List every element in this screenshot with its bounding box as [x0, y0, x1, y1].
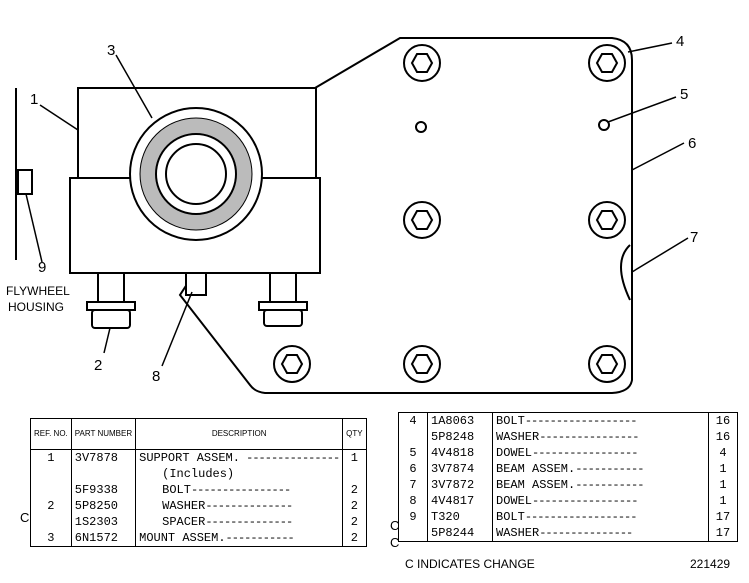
table-row: 1 3V7878 SUPPORT ASSEM. --------------- … [30, 449, 367, 466]
flywheel-bolt [17, 169, 33, 195]
table-row: 5P8248 WASHER---------------- 16 [398, 429, 738, 445]
table-row: 5 4V4818 DOWEL----------------- 4 [398, 445, 738, 461]
callout-5: 5 [680, 86, 688, 103]
parts-table-right: 4 1A8063 BOLT------------------ 16 5P824… [398, 412, 738, 542]
header-desc: DESCRIPTION [135, 418, 344, 450]
callout-3: 3 [107, 42, 115, 59]
flywheel-housing-label: FLYWHEEL HOUSING [6, 284, 70, 314]
callout-4: 4 [676, 33, 684, 50]
table-row: 9 T320 BOLT------------------ 17 [398, 509, 738, 525]
beam-plate [178, 37, 633, 394]
callout-7: 7 [690, 229, 698, 246]
table-row: 1S2303 SPACER-------------- 2 [30, 514, 367, 530]
plate-notch [620, 244, 631, 301]
table-row: 8 4V4817 DOWEL----------------- 1 [398, 493, 738, 509]
header-part: PART NUMBER [70, 418, 137, 450]
parts-table-left: REF. NO. PART NUMBER DESCRIPTION QTY 1 3… [30, 418, 367, 547]
dowel-5a [415, 121, 427, 133]
table-row: 5F9338 BOLT---------------- 2 [30, 482, 367, 498]
leader-lines [25, 42, 689, 367]
mount-bore [165, 143, 227, 205]
change-mark-right: C [390, 518, 400, 533]
table-header: REF. NO. PART NUMBER DESCRIPTION QTY [30, 418, 367, 450]
change-mark-right-2: C [390, 535, 400, 550]
callout-6: 6 [688, 135, 696, 152]
table-row: 3 6N1572 MOUNT ASSEM.----------- 2 [30, 530, 367, 547]
support-bolt-right [258, 272, 308, 327]
header-qty: QTY [342, 418, 367, 450]
callout-1: 1 [30, 91, 38, 108]
callout-8: 8 [152, 368, 160, 385]
callout-9: 9 [38, 259, 46, 276]
table-row: 7 3V7872 BEAM ASSEM.----------- 1 [398, 477, 738, 493]
change-mark-left: C [20, 510, 30, 525]
table-row: (Includes) [30, 466, 367, 482]
dowel-5b [598, 119, 610, 131]
plate-bolts [273, 44, 626, 383]
change-legend: C INDICATES CHANGE [405, 557, 535, 571]
table-row: 2 5P8250 WASHER-------------- 2 [30, 498, 367, 514]
table-row: 5P8244 WASHER--------------- 17 [398, 525, 738, 542]
figure-number: 221429 [690, 557, 731, 571]
dowel-8 [185, 272, 207, 296]
table-row: 4 1A8063 BOLT------------------ 16 [398, 412, 738, 429]
table-row: 6 3V7874 BEAM ASSEM.----------- 1 [398, 461, 738, 477]
support-bolt-left [86, 272, 136, 329]
callout-2: 2 [94, 357, 102, 374]
mount-diagram: 1 3 4 5 6 7 2 8 9 [15, 33, 698, 394]
header-ref: REF. NO. [30, 418, 72, 450]
